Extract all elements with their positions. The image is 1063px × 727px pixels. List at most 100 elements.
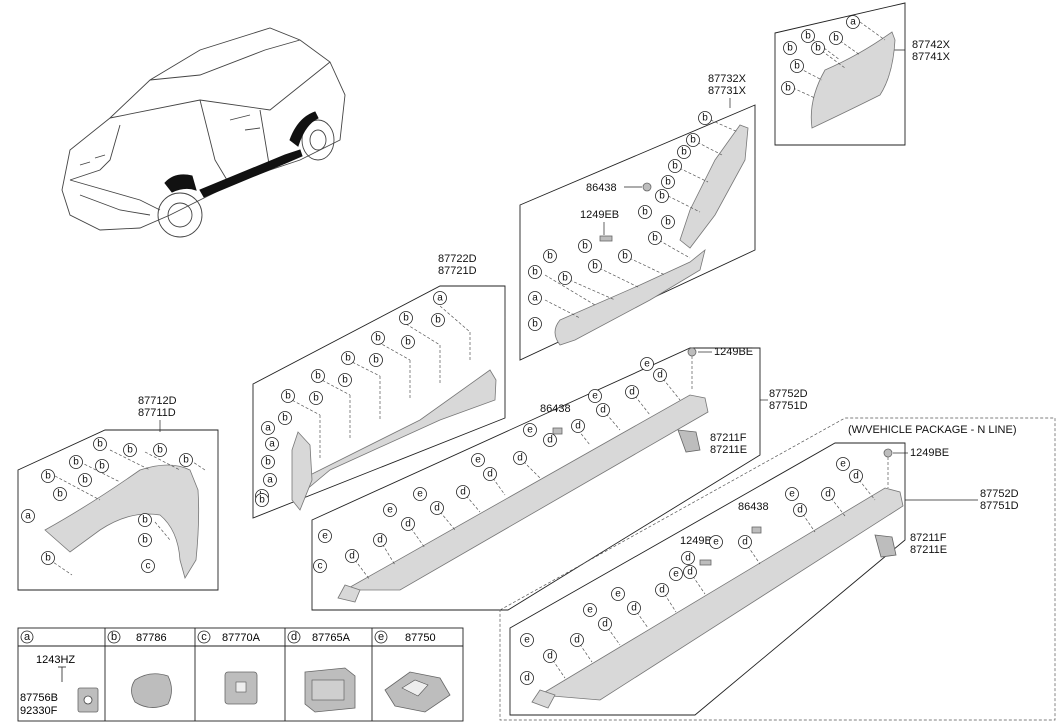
callout-b: b [401, 335, 415, 349]
svg-text:c: c [146, 561, 151, 572]
svg-text:b: b [787, 43, 793, 54]
legend-e-callout: e [374, 630, 388, 644]
svg-text:e: e [713, 537, 719, 548]
svg-text:e: e [644, 359, 650, 370]
svg-text:a: a [532, 293, 538, 304]
callout-b: b [53, 487, 67, 501]
callout-e: e [785, 487, 799, 501]
callout-a: a [528, 291, 542, 305]
svg-text:d: d [434, 503, 440, 514]
svg-text:b: b [375, 333, 381, 344]
callout-b: b [95, 459, 109, 473]
svg-text:a: a [850, 17, 856, 28]
callout-d: d [849, 469, 863, 483]
callout-b: b [686, 133, 700, 147]
svg-text:d: d [600, 405, 606, 416]
svg-text:e: e [387, 505, 393, 516]
callout-d: d [430, 501, 444, 515]
svg-text:d: d [487, 469, 493, 480]
legend-b-part: 87786 [136, 632, 167, 644]
svg-text:d: d [629, 387, 635, 398]
callout-d: d [373, 533, 387, 547]
svg-text:e: e [475, 455, 481, 466]
rocker-upper-label-2: 87731X [708, 85, 747, 97]
callout-b: b [698, 111, 712, 125]
n-line-title: (W/VEHICLE PACKAGE - N LINE) [848, 424, 1017, 436]
callout-d: d [596, 403, 610, 417]
svg-text:b: b [405, 337, 411, 348]
callout-e: e [709, 535, 723, 549]
callout-b: b [41, 551, 55, 565]
callout-b: b [543, 249, 557, 263]
n-line-group: (W/VEHICLE PACKAGE - N LINE) 87752D 8775… [499, 417, 1056, 721]
svg-text:d: d [825, 489, 831, 500]
callout-b: b [278, 411, 292, 425]
callout-d: d [571, 419, 585, 433]
svg-text:d: d [291, 631, 297, 643]
callout-b: b [578, 239, 592, 253]
callout-e: e [640, 357, 654, 371]
callout-b: b [311, 369, 325, 383]
svg-text:b: b [73, 457, 79, 468]
callout-b: b [638, 205, 652, 219]
svg-text:e: e [322, 531, 328, 542]
fender-label-2: 87711D [138, 407, 176, 419]
legend-a-callout: a [20, 630, 34, 644]
svg-text:e: e [789, 489, 795, 500]
callout-d: d [513, 451, 527, 465]
callout-b: b [618, 249, 632, 263]
svg-text:b: b [659, 191, 665, 202]
svg-text:b: b [785, 83, 791, 94]
callout-b: b [783, 41, 797, 55]
callout-e: e [588, 389, 602, 403]
rocker-upper-part-1249eb: 1249EB [580, 209, 619, 221]
svg-text:d: d [547, 435, 553, 446]
callout-d: d [345, 549, 359, 563]
svg-text:d: d [685, 553, 691, 564]
svg-text:e: e [378, 631, 384, 643]
side-sill-label-2: 87751D [769, 400, 808, 412]
svg-text:b: b [652, 233, 658, 244]
svg-text:e: e [673, 569, 679, 580]
svg-text:c: c [318, 561, 323, 572]
side-sill-label-1: 87752D [769, 388, 808, 400]
svg-text:b: b [82, 475, 88, 486]
svg-text:a: a [437, 293, 443, 304]
callout-e: e [413, 487, 427, 501]
svg-text:b: b [315, 371, 321, 382]
callout-b: b [661, 175, 675, 189]
callout-b: b [661, 215, 675, 229]
callout-b: b [588, 259, 602, 273]
svg-text:e: e [417, 489, 423, 500]
rocker-upper-part-86438: 86438 [586, 182, 617, 194]
callout-d: d [625, 385, 639, 399]
callout-b: b [528, 317, 542, 331]
legend-a-part-1243hz: 1243HZ [36, 654, 75, 666]
callout-b: b [69, 455, 83, 469]
svg-text:a: a [24, 631, 31, 643]
svg-text:b: b [45, 471, 51, 482]
legend-c-callout: c [197, 630, 211, 644]
callout-b: b [93, 437, 107, 451]
svg-text:b: b [665, 217, 671, 228]
callout-e: e [836, 457, 850, 471]
callout-d: d [655, 583, 669, 597]
callout-b: b [677, 145, 691, 159]
n-line-label-1: 87752D [980, 488, 1019, 500]
svg-text:b: b [794, 61, 800, 72]
callout-d: d [738, 535, 752, 549]
svg-text:b: b [815, 43, 821, 54]
callout-b: b [179, 453, 193, 467]
callout-b: b [309, 391, 323, 405]
legend-a-part-92330f: 92330F [20, 705, 58, 717]
n-line-part-86438: 86438 [738, 501, 769, 513]
callout-a: a [433, 291, 447, 305]
callout-d: d [543, 433, 557, 447]
svg-text:b: b [45, 553, 51, 564]
callout-b: b [369, 353, 383, 367]
n-line-label-2: 87751D [980, 500, 1019, 512]
callout-e: e [669, 567, 683, 581]
callout-a: a [261, 421, 275, 435]
legend-d-part: 87765A [312, 632, 351, 644]
